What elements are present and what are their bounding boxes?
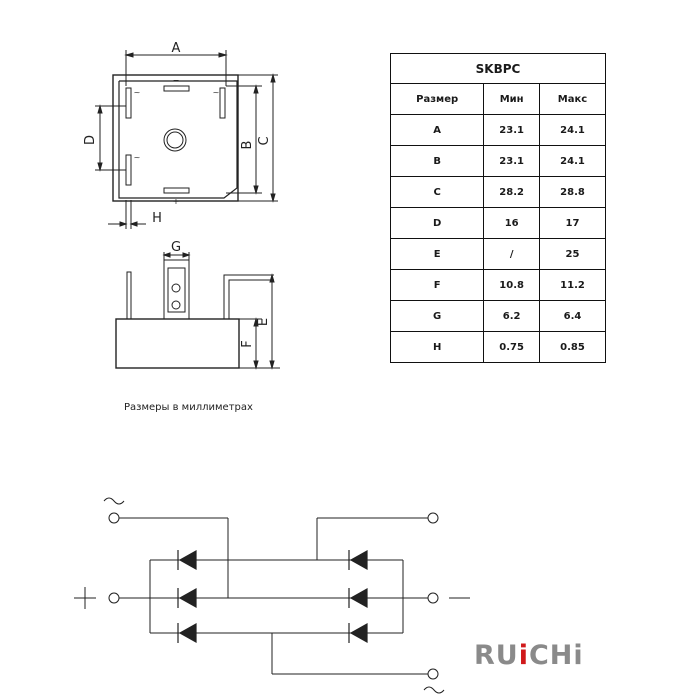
cell-min: 10.8 xyxy=(483,269,540,301)
terminal-ac-bottom xyxy=(427,668,439,680)
terminal-left-bottom xyxy=(125,154,132,186)
cell-max: 0.85 xyxy=(539,331,606,363)
cell-dim: C xyxy=(389,176,485,208)
cell-dim: E xyxy=(389,238,485,270)
terminal-bottom xyxy=(163,187,190,194)
dim-label-b: B xyxy=(240,141,255,150)
side-tab xyxy=(163,259,190,320)
diode-left-2 xyxy=(177,587,197,609)
cell-dim: B xyxy=(389,145,485,177)
diode-right-2 xyxy=(348,587,368,609)
dim-label-f: F xyxy=(240,340,255,347)
cell-min: 6.2 xyxy=(483,300,540,332)
cell-max: 24.1 xyxy=(539,114,606,146)
header-dimension: Размер xyxy=(389,83,485,115)
cell-max: 25 xyxy=(539,238,606,270)
cell-min: / xyxy=(483,238,540,270)
cell-min: 28.2 xyxy=(483,176,540,208)
cell-min: 23.1 xyxy=(483,145,540,177)
cell-dim: H xyxy=(389,331,485,363)
header-min: Мин xyxy=(483,83,540,115)
dim-label-a: A xyxy=(172,41,181,56)
terminal-ac-left xyxy=(108,512,120,524)
dim-label-e: E xyxy=(256,318,271,326)
terminal-right-top xyxy=(427,512,439,524)
diode-right-1 xyxy=(348,549,368,571)
pin-mark-ac-3: ~ xyxy=(213,88,220,97)
side-pin-right xyxy=(223,274,274,319)
logo-prefix: RU xyxy=(474,640,519,671)
top-view xyxy=(95,50,278,229)
cell-min: 23.1 xyxy=(483,114,540,146)
dim-label-d: D xyxy=(83,135,98,145)
side-view xyxy=(115,252,280,370)
cell-max: 24.1 xyxy=(539,145,606,177)
table-header-row: Размер Мин Макс xyxy=(389,83,606,115)
pin-mark-ac-2: ~ xyxy=(134,153,141,162)
brand-logo: RUiCHi xyxy=(474,640,584,671)
table-row: E/25 xyxy=(389,238,606,270)
logo-suffix: CHi xyxy=(528,640,584,671)
mount-hole-inner xyxy=(166,131,184,149)
dim-label-c: C xyxy=(257,136,272,145)
cell-max: 11.2 xyxy=(539,269,606,301)
diodes xyxy=(177,549,368,644)
cell-dim: G xyxy=(389,300,485,332)
cell-max: 28.8 xyxy=(539,176,606,208)
header-max: Макс xyxy=(539,83,606,115)
side-pin-left xyxy=(126,271,132,320)
bridge-schematic xyxy=(74,497,470,694)
dim-label-g: G xyxy=(171,240,181,255)
diode-right-3 xyxy=(348,622,368,644)
cell-min: 0.75 xyxy=(483,331,540,363)
table-title: SKBPC xyxy=(390,53,606,84)
cell-min: 16 xyxy=(483,207,540,239)
pin-mark-ac-1: ~ xyxy=(134,88,141,97)
cell-dim: F xyxy=(389,269,485,301)
pin-mark-plus: + xyxy=(173,197,180,206)
pin-mark-minus: − xyxy=(173,76,180,85)
diode-left-1 xyxy=(177,549,197,571)
diode-left-3 xyxy=(177,622,197,644)
units-caption: Размеры в миллиметрах xyxy=(124,402,253,413)
cell-dim: D xyxy=(389,207,485,239)
body-inner-outline xyxy=(118,80,238,199)
cell-dim: A xyxy=(389,114,485,146)
dim-label-h: H xyxy=(152,211,162,226)
tab-hole-upper xyxy=(171,283,181,293)
terminal-plus xyxy=(108,592,120,604)
terminal-left-top xyxy=(125,87,132,119)
logo-dot-letter: i xyxy=(518,640,529,671)
cell-max: 17 xyxy=(539,207,606,239)
cell-max: 6.4 xyxy=(539,300,606,332)
body-outline xyxy=(112,74,239,202)
tab-hole-lower xyxy=(171,300,181,310)
side-body xyxy=(115,318,240,369)
terminal-right xyxy=(219,87,226,119)
mount-hole-outer xyxy=(163,128,187,152)
terminal-top xyxy=(163,85,190,92)
terminal-minus xyxy=(427,592,439,604)
